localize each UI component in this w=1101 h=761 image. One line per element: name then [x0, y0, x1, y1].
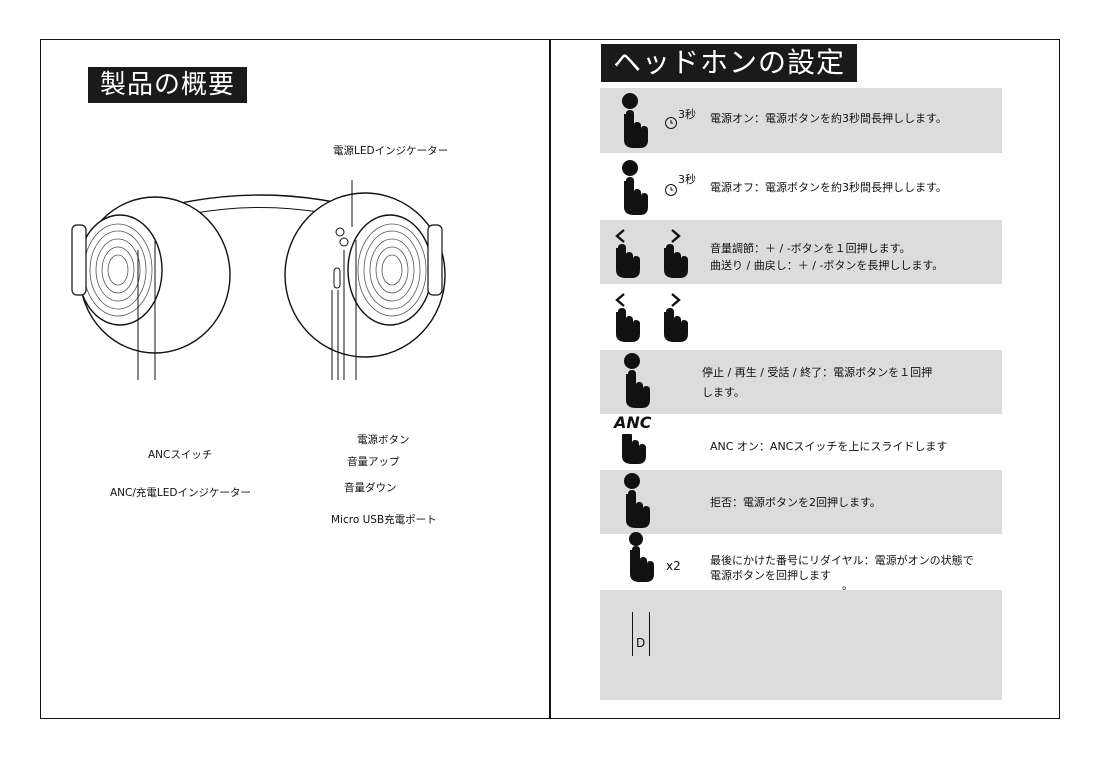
setting-row-power-on: 3秒 電源オン：電源ボタンを約3秒間長押しします。: [600, 88, 1002, 153]
double-press-icon: [629, 532, 654, 582]
label-power-button: 電源ボタン: [357, 434, 410, 446]
press-count: x2: [666, 559, 681, 573]
setting-row-power-off: 3秒 電源オフ：電源ボタンを約3秒間長押しします。: [600, 155, 1002, 218]
setting-text-line1: 音量調節：＋ / -ボタンを１回押します。: [710, 242, 911, 255]
setting-text-line2: 電源ボタンを回押します: [710, 569, 831, 582]
setting-text-line1: 停止 / 再生 / 受話 / 終了：電源ボタンを１回押: [702, 366, 933, 379]
double-press-icon: [624, 473, 650, 528]
label-volume-up: 音量アップ: [347, 456, 400, 468]
trailing-dot: 。: [842, 579, 853, 592]
setting-text: 電源オン：電源ボタンを約3秒間長押しします。: [710, 112, 947, 125]
setting-row-volume: 音量調節：＋ / -ボタンを１回押します。 曲送り / 曲戻し：＋ / -ボタン…: [600, 220, 1002, 284]
press-icon: [624, 353, 650, 408]
label-volume-down: 音量ダウン: [344, 482, 397, 494]
setting-row-redial: x2 最後にかけた番号にリダイヤル：電源がオンの状態で 電源ボタンを回押します …: [600, 532, 1002, 592]
setting-row-reject: 拒否：電源ボタンを2回押します。: [600, 470, 1002, 534]
letter-box: D: [632, 612, 650, 656]
setting-row-bottom: D: [600, 590, 1002, 700]
anc-icon-label: ANC: [614, 413, 652, 432]
setting-text-line1: 最後にかけた番号にリダイヤル：電源がオンの状態で: [710, 554, 974, 567]
label-anc-charge-led: ANC/充電LEDインジケーター: [110, 487, 251, 499]
prev-next-press-icon: [615, 229, 688, 278]
press-hold-icon: [622, 93, 648, 148]
left-title: 製品の概要: [88, 67, 248, 103]
setting-text: ANC オン：ANCスイッチを上にスライドします: [710, 440, 948, 453]
label-anc-switch: ANCスイッチ: [148, 449, 213, 461]
timer-label: 3秒: [678, 173, 696, 186]
setting-row-blank: [600, 286, 1002, 348]
setting-row-play-pause: 停止 / 再生 / 受話 / 終了：電源ボタンを１回押 します。: [600, 350, 1002, 414]
timer-icon: [665, 117, 677, 129]
setting-text-line2: 曲送り / 曲戻し：＋ / -ボタンを長押しします。: [710, 259, 944, 272]
setting-row-anc: ANC ANC オン：ANCスイッチを上にスライドします: [600, 413, 1002, 468]
page-divider: [549, 39, 551, 719]
label-usb-port: Micro USB充電ポート: [331, 514, 437, 526]
letter-label: D: [636, 636, 646, 650]
label-power-led: 電源LEDインジケーター: [333, 145, 449, 157]
timer-label: 3秒: [678, 108, 696, 121]
right-title: ヘッドホンの設定: [601, 44, 858, 82]
timer-icon: [665, 184, 677, 196]
headphone-illustration: [71, 180, 446, 380]
setting-text-line2: します。: [702, 386, 745, 399]
setting-text: 電源オフ：電源ボタンを約3秒間長押しします。: [710, 181, 947, 194]
setting-text: 拒否：電源ボタンを2回押します。: [710, 496, 881, 509]
slide-up-icon: [622, 434, 646, 464]
press-hold-icon: [622, 160, 648, 215]
prev-next-press-icon: [615, 293, 688, 342]
